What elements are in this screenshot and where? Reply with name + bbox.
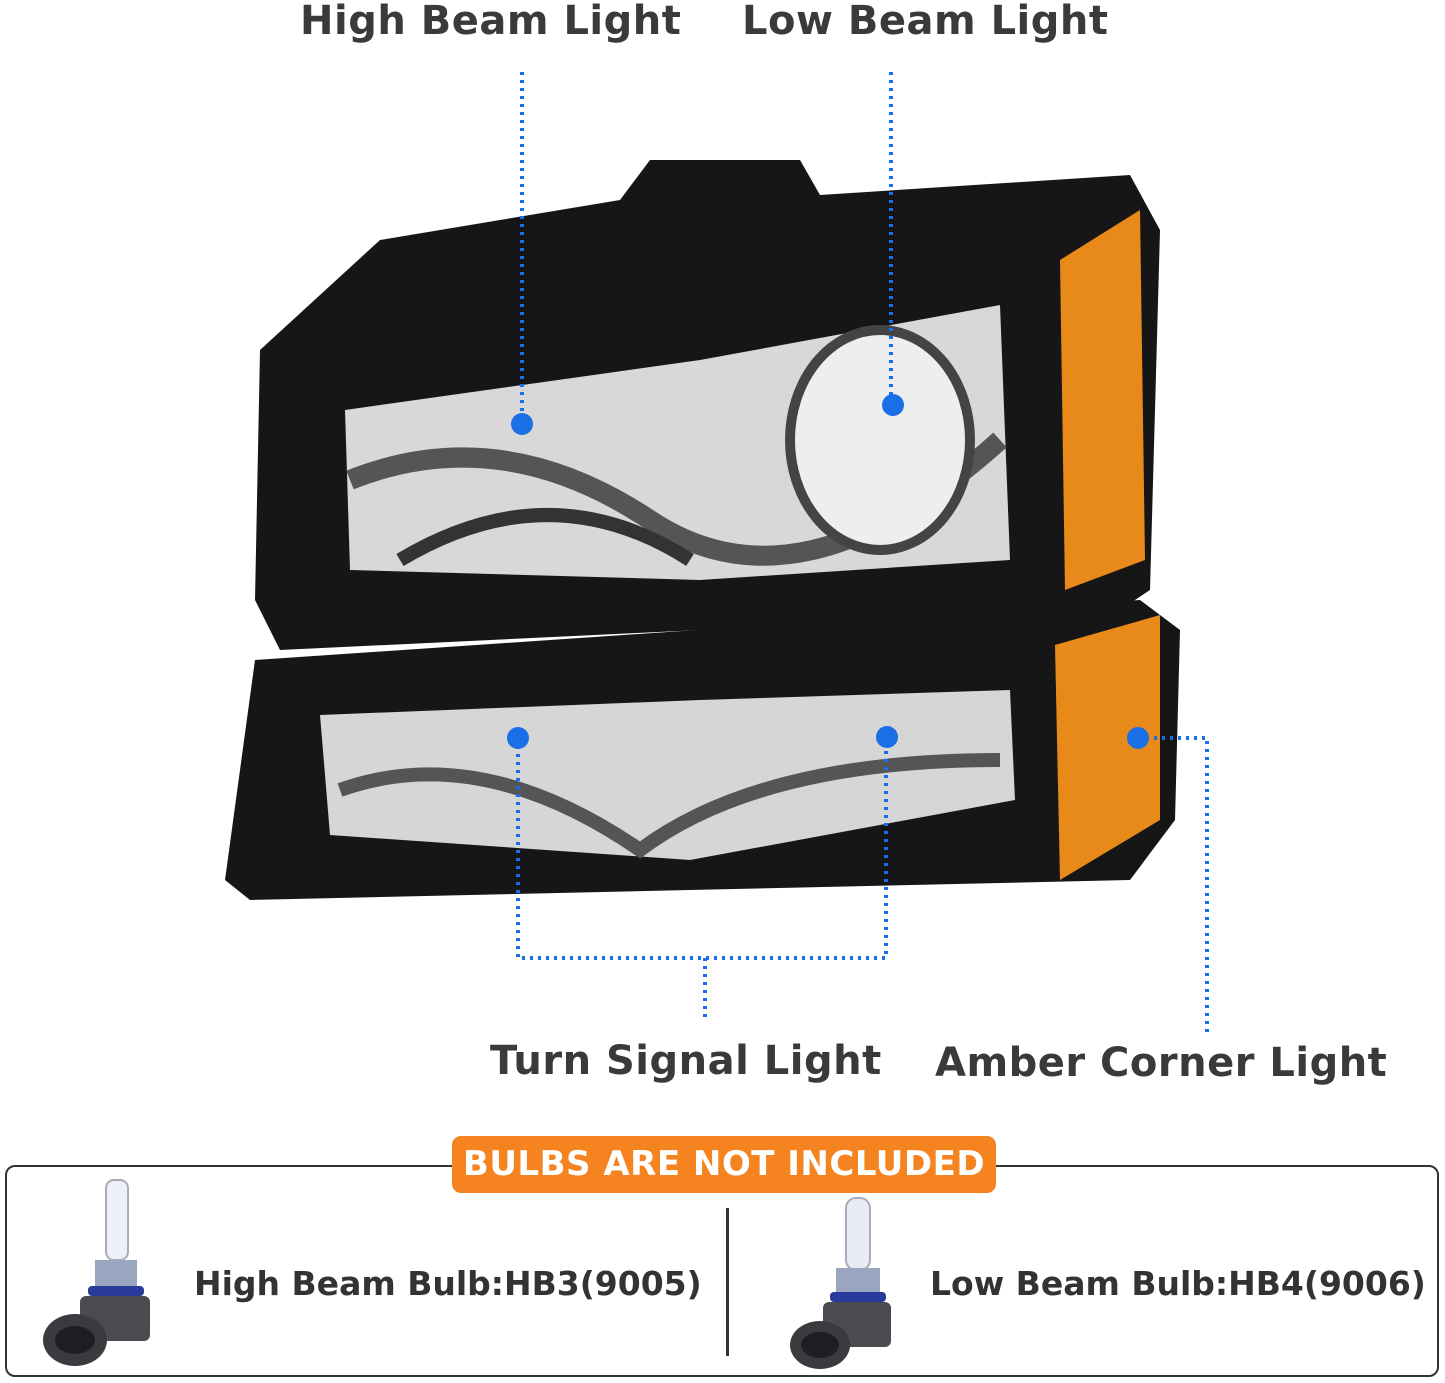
headlight-lower-bar	[225, 600, 1180, 900]
low-beam-dot	[882, 394, 904, 416]
callout-dots	[507, 394, 1149, 749]
high-beam-bulb-label: High Beam Bulb:HB3(9005)	[194, 1264, 702, 1303]
headlight-upper-housing	[255, 160, 1160, 650]
amber-corner-label: Amber Corner Light	[935, 1040, 1388, 1086]
turn-signal-dot-right	[876, 726, 898, 748]
low-beam-label: Low Beam Light	[742, 0, 1109, 44]
high-beam-dot	[511, 413, 533, 435]
hb3-bulb-icon	[43, 1179, 150, 1366]
turn-signal-dot-left	[507, 727, 529, 749]
hb4-bulb-icon	[790, 1197, 891, 1369]
amber-corner-dot	[1127, 727, 1149, 749]
low-beam-bulb-label: Low Beam Bulb:HB4(9006)	[930, 1264, 1426, 1303]
callout-lines	[516, 72, 1209, 1035]
bulbs-not-included-badge: BULBS ARE NOT INCLUDED	[452, 1136, 996, 1193]
divider	[726, 1208, 729, 1356]
turn-signal-label: Turn Signal Light	[490, 1038, 882, 1084]
high-beam-label: High Beam Light	[300, 0, 682, 44]
